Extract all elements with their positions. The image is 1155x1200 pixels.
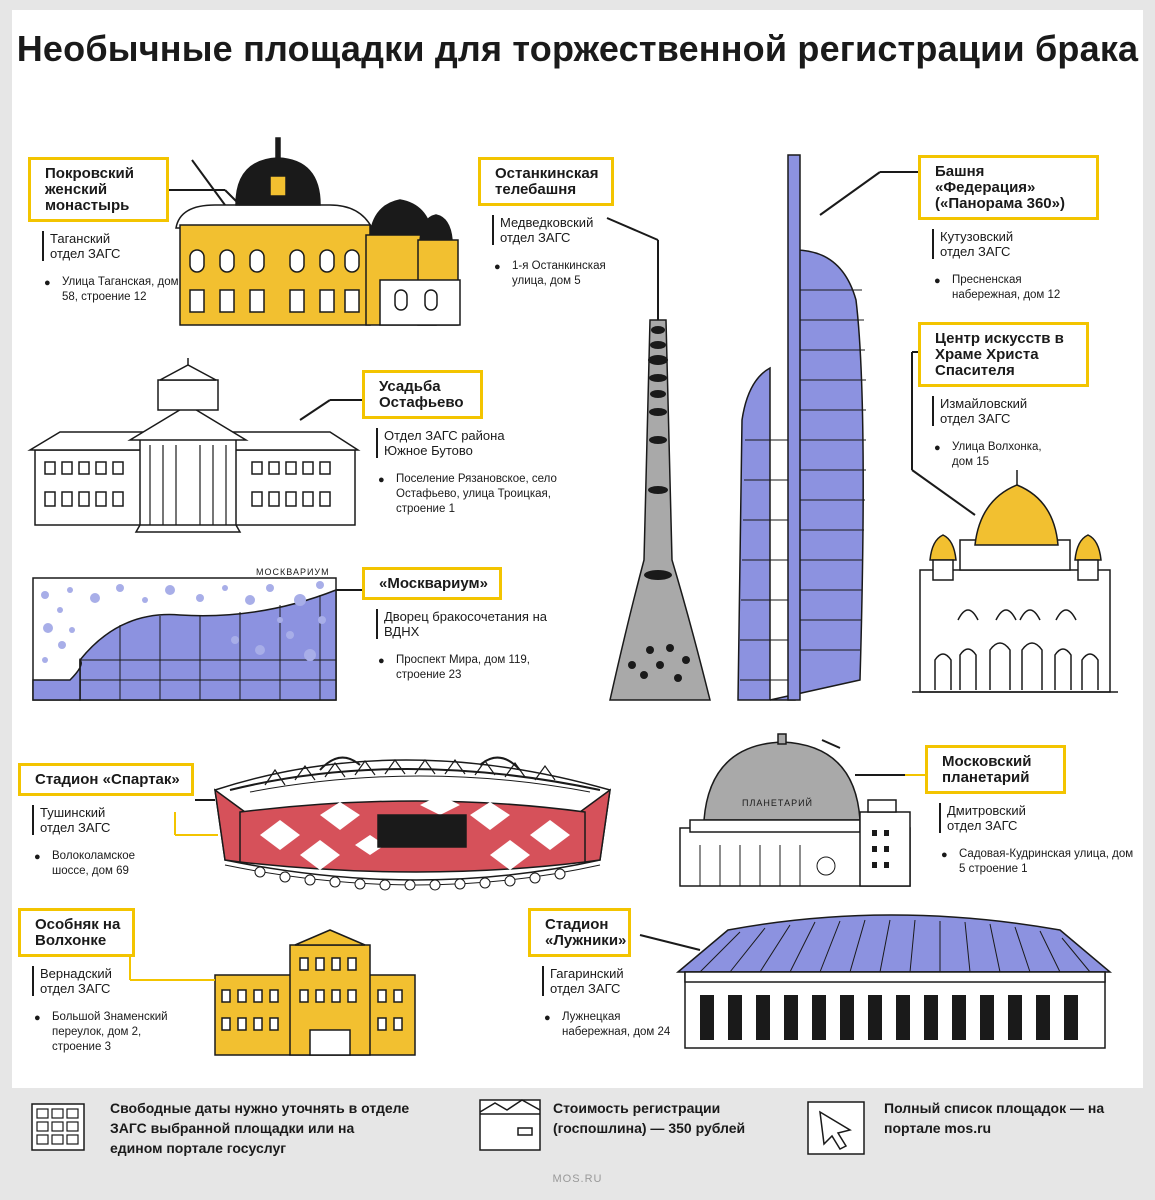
venue-christ-saviour: Центр искусств в Храме Христа Спасителя …	[918, 322, 1118, 470]
venue-office: Отдел ЗАГС района Южное Бутово	[376, 428, 529, 458]
location-pin-icon: ●	[378, 655, 385, 667]
venue-address: ●Проспект Мира, дом 119, строение 23	[378, 654, 530, 681]
volkhonka-mansion-drawing	[129, 929, 416, 1056]
federation-tower-drawing	[737, 154, 930, 701]
location-pin-icon: ●	[934, 275, 941, 287]
venue-moskvarium: «Москвариум» Дворец бракосочетания на ВД…	[362, 567, 572, 683]
location-pin-icon: ●	[34, 851, 41, 863]
venue-address: ●Улица Волхонка, дом 15	[934, 441, 1042, 468]
footer-fee-note: Стоимость регистрации (госпошлина) — 350…	[553, 1100, 746, 1136]
venue-luzhniki: Стадион «Лужники» Гагаринский отдел ЗАГС…	[528, 908, 678, 1040]
pokrovsky-monastery-drawing	[175, 137, 461, 326]
venue-planetarium: Московский планетарий Дмитровский отдел …	[925, 745, 1135, 877]
venue-name: Стадион «Спартак»	[18, 763, 194, 796]
location-pin-icon: ●	[378, 474, 385, 486]
venue-address: ●Садовая-Кудринская улица, дом 5 строени…	[941, 848, 1134, 875]
page-title: Необычные площадки для торжественной рег…	[16, 28, 1139, 69]
venue-office: Таганский отдел ЗАГС	[42, 231, 140, 261]
location-pin-icon: ●	[44, 277, 51, 289]
venue-office: Измайловский отдел ЗАГС	[932, 396, 1040, 426]
location-pin-icon: ●	[941, 849, 948, 861]
venue-address: ●Большой Знаменский переулок, дом 2, стр…	[34, 1011, 168, 1053]
venue-address: ●Улица Таганская, дом 58, строение 12	[44, 276, 179, 303]
ostafyevo-estate-drawing	[27, 358, 372, 533]
venue-address: ●Лужнецкая набережная, дом 24	[544, 1011, 671, 1038]
venue-pokrovsky: Покровский женский монастырь Таганский о…	[28, 157, 179, 305]
luzhniki-stadium-drawing	[639, 914, 1113, 1049]
planetarium-drawing	[679, 733, 930, 887]
venue-address: ●Поселение Рязановское, село Остафьево, …	[378, 473, 557, 515]
venue-name: Усадьба Остафьево	[362, 370, 483, 419]
cursor-icon	[807, 1101, 865, 1155]
venue-ostankino: Останкинская телебашня Медведковский отд…	[478, 157, 628, 289]
location-pin-icon: ●	[34, 1012, 41, 1024]
venue-ostafyevo: Усадьба Остафьево Отдел ЗАГС района Южно…	[362, 370, 572, 517]
venue-office: Тушинский отдел ЗАГС	[32, 805, 130, 835]
venue-address: ●Пресненская набережная, дом 12	[934, 274, 1061, 301]
venue-name: Покровский женский монастырь	[28, 157, 169, 222]
venue-name: Башня «Федерация» («Панорама 360»)	[918, 155, 1099, 220]
spartak-stadium-drawing	[174, 756, 611, 891]
christ-saviour-cathedral-drawing	[911, 351, 1118, 693]
venue-office: Медведковский отдел ЗАГС	[492, 215, 610, 245]
calendar-icon	[31, 1103, 85, 1151]
planetarium-building-label: ПЛАНЕТАРИЙ	[742, 797, 813, 808]
venue-name: «Москвариум»	[362, 567, 502, 600]
ostankino-tower-drawing	[606, 217, 711, 701]
venue-office: Кутузовский отдел ЗАГС	[932, 229, 1030, 259]
moskvarium-drawing	[32, 577, 372, 701]
moskvarium-building-label: МОСКВАРИУМ	[256, 567, 330, 577]
venue-address: ●1-я Останкинская улица, дом 5	[494, 260, 606, 287]
venue-name: Центр искусств в Храме Христа Спасителя	[918, 322, 1089, 387]
footer-link-note[interactable]: Полный список площадок — на портале mos.…	[884, 1100, 1105, 1136]
location-pin-icon: ●	[934, 442, 941, 454]
venue-volkhonka: Особняк на Волхонке Вернадский отдел ЗАГ…	[18, 908, 203, 1055]
source-label: MOS.RU	[552, 1173, 603, 1185]
venue-name: Московский планетарий	[925, 745, 1066, 794]
venue-address: ●Волоколамское шоссе, дом 69	[34, 850, 136, 877]
venue-name: Особняк на Волхонке	[18, 908, 135, 957]
location-pin-icon: ●	[544, 1012, 551, 1024]
venue-spartak: Стадион «Спартак» Тушинский отдел ЗАГС ●…	[18, 763, 203, 879]
venue-name: Стадион «Лужники»	[528, 908, 631, 957]
venue-office: Дворец бракосочетания на ВДНХ	[376, 609, 554, 639]
venue-office: Гагаринский отдел ЗАГС	[542, 966, 640, 996]
location-pin-icon: ●	[494, 261, 501, 273]
footer-dates-note: Свободные даты нужно уточнять в отделе З…	[110, 1100, 410, 1156]
venue-office: Вернадский отдел ЗАГС	[32, 966, 130, 996]
venue-name: Останкинская телебашня	[478, 157, 614, 206]
venue-office: Дмитровский отдел ЗАГС	[939, 803, 1047, 833]
venue-federation: Башня «Федерация» («Панорама 360») Кутуз…	[918, 155, 1118, 303]
payment-icon	[479, 1099, 541, 1151]
